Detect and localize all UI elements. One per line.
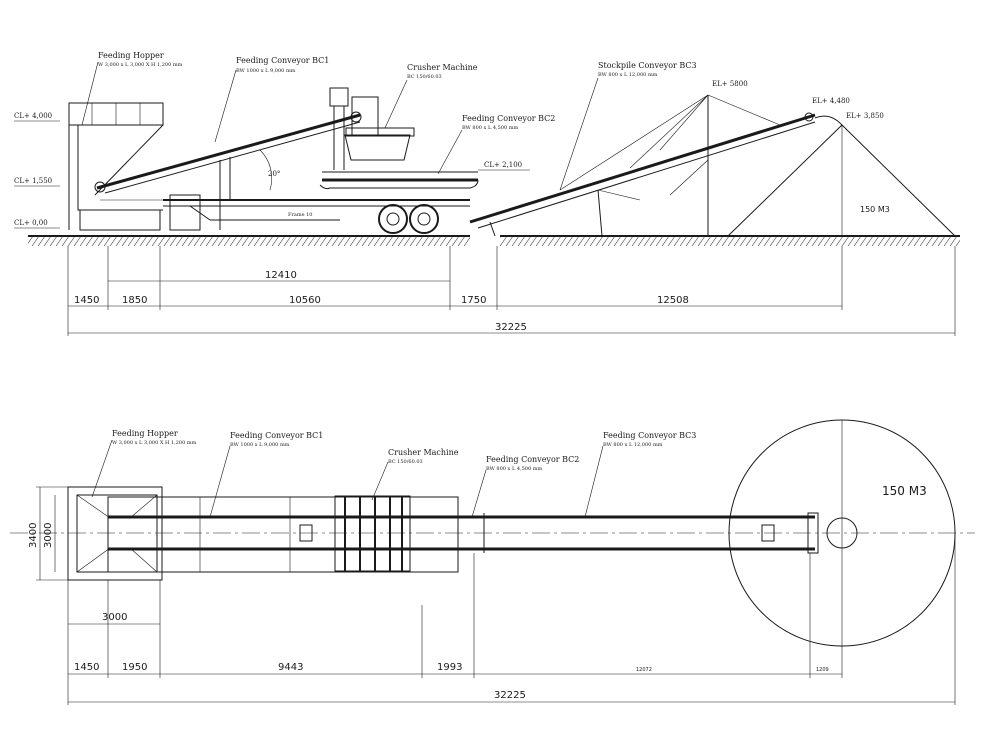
level-cl-0: CL+ 0,00 <box>14 219 48 227</box>
dim-total-plan: 32225 <box>494 690 526 701</box>
plan-crusher <box>334 495 411 572</box>
elevation-labels: Feeding Hopper W 3,000 x L 3,000 X H 1,2… <box>81 51 697 191</box>
dim-12410: 12410 <box>265 270 297 281</box>
dim-10560: 10560 <box>289 295 321 306</box>
conveyor-bc3 <box>469 94 816 237</box>
elevation-dimensions: 12410 1450 1850 10560 1750 12508 32225 <box>67 246 956 336</box>
dim-1850: 1850 <box>122 295 147 306</box>
plan-dim-hopper-width: 3000 <box>102 612 127 623</box>
spec-feeding-hopper: W 3,000 x L 3,000 X H 1,200 mm <box>98 62 183 68</box>
plan-spec-crusher: BC 150/60.03 <box>388 459 423 465</box>
plan-dim-12072: 12072 <box>636 667 652 673</box>
plan-side-dimensions: 3400 3000 <box>28 486 70 581</box>
plan-dim-9443: 9443 <box>278 662 303 673</box>
level-el-4480: EL+ 4,480 <box>812 97 850 105</box>
spec-bc1: BW 1000 x L 9,000 mm <box>236 68 296 74</box>
spec-bc3: BW 800 x L 12,000 mm <box>598 72 658 78</box>
elevation-view: CL+ 4,000 CL+ 1,550 CL+ 0,00 CL+ 2,100 E… <box>14 51 960 336</box>
dim-3000: 3000 <box>43 523 54 548</box>
level-markers: CL+ 4,000 CL+ 1,550 CL+ 0,00 CL+ 2,100 E… <box>14 80 884 229</box>
frame-label: Frame 10 <box>288 212 313 218</box>
spec-crusher: BC 150/60.03 <box>407 74 442 80</box>
plan-feeding-hopper <box>67 486 163 581</box>
label-crusher: Crusher Machine <box>407 63 478 72</box>
plan-spec-bc2: BW 800 x L 4,500 mm <box>486 466 542 472</box>
dim-total-elevation: 32225 <box>495 322 527 333</box>
stockpile: 150 M3 <box>727 115 956 237</box>
pile-volume-label: 150 M3 <box>860 205 890 214</box>
spec-bc2: BW 800 x L 4,500 mm <box>462 125 518 131</box>
level-cl-4000: CL+ 4,000 <box>14 112 52 120</box>
plan-labels: Feeding Hopper W 3,000 x L 3,000 X H 1,2… <box>91 429 696 518</box>
feeding-hopper <box>68 102 164 231</box>
label-bc1: Feeding Conveyor BC1 <box>236 56 329 65</box>
plan-frame <box>107 496 459 573</box>
bc1-angle: 20° <box>268 170 280 178</box>
level-el-5800: EL+ 5800 <box>712 80 748 88</box>
plan-label-hopper: Feeding Hopper <box>112 429 178 438</box>
plan-dimensions: 3000 1450 1950 9443 1993 12072 1209 3222… <box>67 533 956 705</box>
level-cl-1550: CL+ 1,550 <box>14 177 52 185</box>
dim-1450: 1450 <box>74 295 99 306</box>
plan-spec-bc1: BW 1000 x L 9,000 mm <box>230 442 290 448</box>
trailer-chassis: Frame 10 <box>163 194 470 234</box>
conveyor-bc2 <box>319 171 479 190</box>
plan-spec-bc3: BW 800 x L 12,000 mm <box>603 442 663 448</box>
dim-3400: 3400 <box>28 523 39 548</box>
plan-dim-1993: 1993 <box>437 662 462 673</box>
plan-label-crusher: Crusher Machine <box>388 448 459 457</box>
dim-1750: 1750 <box>461 295 486 306</box>
plan-label-bc3: Feeding Conveyor BC3 <box>603 431 696 440</box>
plan-dim-1450: 1450 <box>74 662 99 673</box>
plan-spec-hopper: W 3,000 x L 3,000 X H 1,200 mm <box>112 440 197 446</box>
crusher-machine <box>329 87 415 170</box>
plan-label-bc1: Feeding Conveyor BC1 <box>230 431 323 440</box>
plan-label-bc2: Feeding Conveyor BC2 <box>486 455 579 464</box>
ground-line <box>28 235 960 246</box>
label-feeding-hopper: Feeding Hopper <box>98 51 164 60</box>
label-bc2: Feeding Conveyor BC2 <box>462 114 555 123</box>
level-cl-2100: CL+ 2,100 <box>484 161 522 169</box>
dim-12508: 12508 <box>657 295 689 306</box>
plan-dim-1209: 1209 <box>816 667 829 673</box>
plan-view: 3400 3000 <box>10 419 975 705</box>
plan-dim-1950: 1950 <box>122 662 147 673</box>
plan-pile-volume-label: 150 M3 <box>882 484 927 498</box>
conveyor-bc1: 20° <box>94 111 362 230</box>
level-el-3850: EL+ 3,850 <box>846 112 884 120</box>
label-bc3: Stockpile Conveyor BC3 <box>598 61 697 70</box>
